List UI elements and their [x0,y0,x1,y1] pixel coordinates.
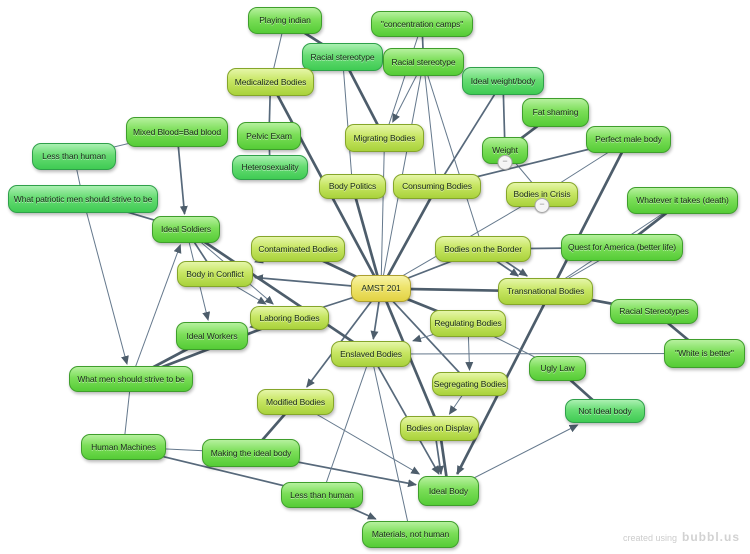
edge-enslaved-bodies--white-is-better [370,353,705,355]
edge-enslaved-bodies--less-than-human-bottom [321,353,372,496]
watermark: created using bubbl.us [623,530,740,544]
node-weight[interactable]: Weight− [482,137,528,170]
node-ugly-law[interactable]: Ugly Law [529,356,586,381]
edge-enslaved-bodies--materials-not-human [370,353,411,535]
watermark-brand: bubbl.us [682,530,740,544]
edge-amst-201--segregating-bodies [380,287,471,385]
node-less-than-human-top[interactable]: Less than human [32,143,116,170]
node-laboring-bodies[interactable]: Laboring Bodies [250,306,329,330]
node-racial-stereotypes[interactable]: Racial Stereotypes [610,299,698,324]
node-body-in-conflict[interactable]: Body in Conflict [177,261,253,287]
node-bodies-on-the-border[interactable]: Bodies on the Border [435,236,531,262]
node-not-ideal-body[interactable]: Not Ideal body [565,399,645,423]
node-what-men-should[interactable]: What men should strive to be [69,366,193,392]
collapse-badge[interactable]: − [534,198,550,213]
edge-ideal-soldiers--enslaved-bodies [185,228,372,356]
node-pelvic-exam[interactable]: Pelvic Exam [237,122,301,150]
edge-racial-stereotype-b--bodies-on-the-border [423,61,484,250]
node-ideal-workers[interactable]: Ideal Workers [176,322,248,350]
node-quest-for-america[interactable]: Quest for America (better life) [561,234,683,261]
node-heterosexuality[interactable]: Heterosexuality [232,155,308,180]
node-ideal-weight-body[interactable]: Ideal weight/body [462,67,544,95]
node-modified-bodies[interactable]: Modified Bodies [257,389,334,415]
watermark-prefix: created using [622,533,677,543]
edge-concentration-camps--migrating-bodies [384,23,423,139]
node-ideal-body[interactable]: Ideal Body [418,476,479,506]
node-playing-indian[interactable]: Playing indian [248,7,322,34]
node-materials-not-human[interactable]: Materials, not human [362,521,459,548]
node-racial-stereotype-b[interactable]: Racial stereotype [383,48,464,76]
edge-consuming-bodies--amst-201 [379,185,439,290]
node-perfect-male-body[interactable]: Perfect male body [586,126,671,153]
edge-amst-201--modified-bodies [306,287,382,388]
node-bodies-on-display[interactable]: Bodies on Display [400,416,479,441]
node-whatever-it-takes[interactable]: Whatever it takes (death) [627,187,738,214]
node-enslaved-bodies[interactable]: Enslaved Bodies [331,341,411,367]
edge-migrating-bodies--amst-201 [380,137,385,289]
node-white-is-better[interactable]: "White is better" [664,339,745,368]
edge-perfect-male-body--ideal-body [456,138,630,475]
node-human-machines[interactable]: Human Machines [81,434,166,460]
node-regulating-bodies[interactable]: Regulating Bodies [430,310,506,337]
node-concentration-camps[interactable]: "concentration camps" [371,11,473,37]
node-transnational-bodies[interactable]: Transnational Bodies [498,278,593,305]
node-fat-shaming[interactable]: Fat shaming [522,98,589,127]
node-bodies-in-crisis[interactable]: Bodies in Crisis− [506,182,578,213]
edge-ideal-weight-body--consuming-bodies [436,80,504,187]
node-amst-201[interactable]: AMST 201 [351,275,411,302]
node-what-patriotic-men[interactable]: What patriotic men should strive to be [8,185,158,213]
node-ideal-soldiers[interactable]: Ideal Soldiers [152,216,220,243]
edge-body-politics--amst-201 [351,186,383,289]
node-consuming-bodies[interactable]: Consuming Bodies [393,174,481,199]
edge-enslaved-bodies--ideal-body [370,353,440,475]
node-body-politics[interactable]: Body Politics [319,174,386,199]
node-migrating-bodies[interactable]: Migrating Bodies [345,124,424,152]
node-contaminated-bodies[interactable]: Contaminated Bodies [251,236,345,262]
node-making-ideal-body[interactable]: Making the ideal body [202,439,300,467]
node-less-than-human-bottom[interactable]: Less than human [281,482,363,508]
edge-racial-stereotype-b--consuming-bodies [423,61,438,187]
node-segregating-bodies[interactable]: Segregating Bodies [432,372,508,396]
edge-what-patriotic-men--what-men-should [82,198,129,365]
collapse-badge[interactable]: − [497,155,513,170]
node-mixed-blood[interactable]: Mixed Blood=Bad blood [126,117,228,147]
edge-racial-stereotype-a--body-politics [342,56,353,187]
node-racial-stereotype-a[interactable]: Racial stereotype [302,43,383,71]
edge-what-men-should--ideal-soldiers [130,244,182,380]
node-medicalized-bodies[interactable]: Medicalized Bodies [227,68,314,96]
